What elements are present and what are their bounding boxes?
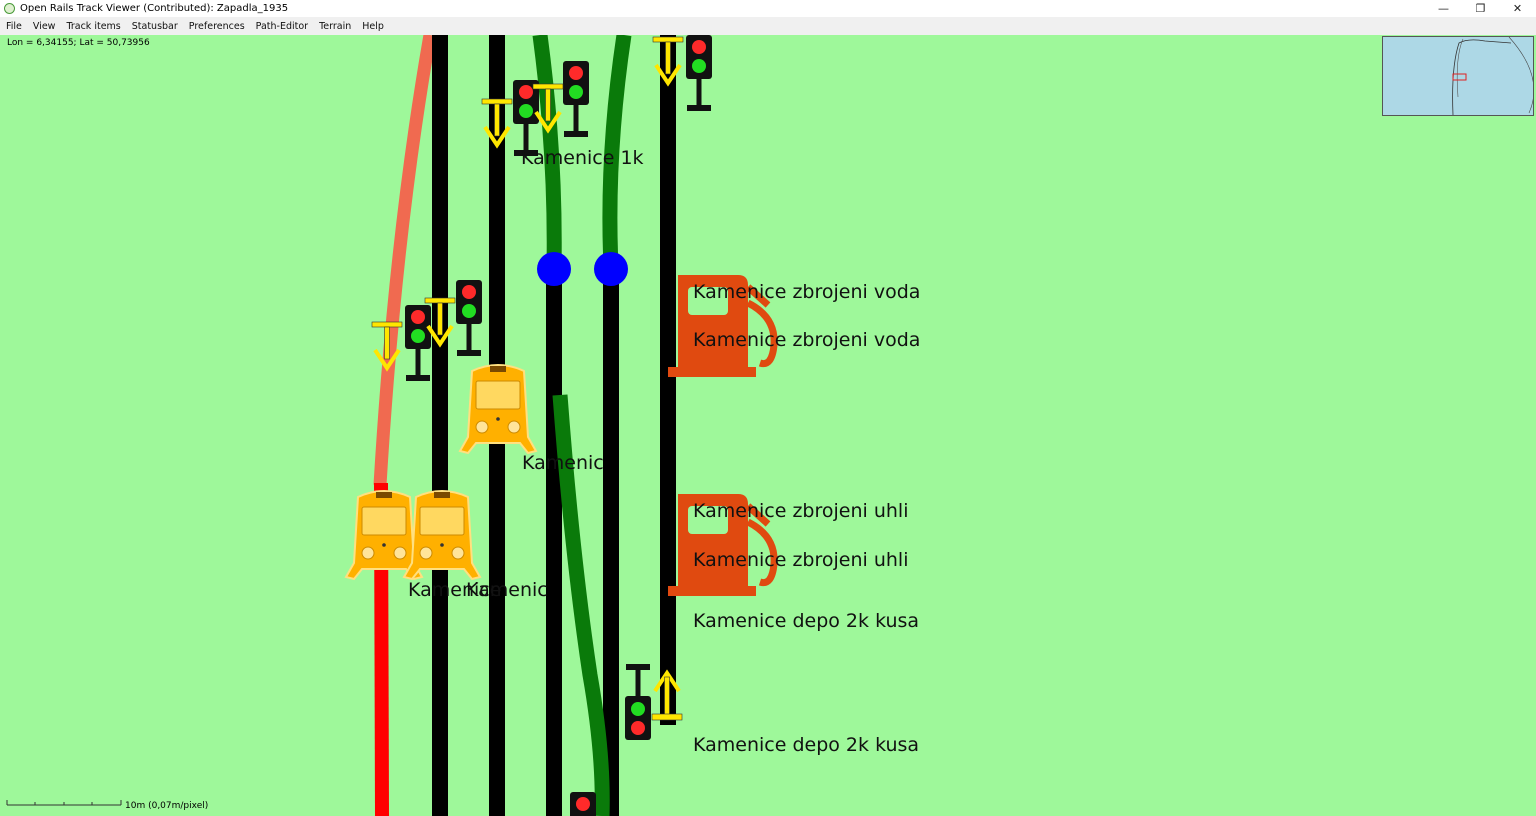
- window-controls: — ❐ ✕: [1425, 0, 1536, 17]
- menu-track-items[interactable]: Track items: [66, 20, 121, 32]
- depot-label: Kamenice depo 2k kusa: [693, 610, 920, 632]
- signal-label: Kamenice 1k: [521, 147, 644, 169]
- scale-label: 10m (0,07m/pixel): [125, 801, 209, 811]
- railway-signal-icon[interactable]: [570, 792, 596, 816]
- track-canvas[interactable]: Lon = 6,34155; Lat = 50,73956 10m (0,07m…: [0, 35, 1536, 816]
- platform-label: Kamenic: [466, 579, 548, 601]
- menu-bar: File View Track items Statusbar Preferen…: [0, 17, 1536, 35]
- railway-signal-icon[interactable]: [513, 80, 539, 156]
- menu-statusbar[interactable]: Statusbar: [131, 20, 178, 32]
- siding-2: [602, 35, 632, 268]
- siding-3: [552, 394, 610, 816]
- title-bar: Open Rails Track Viewer (Contributed): Z…: [0, 0, 1536, 17]
- menu-view[interactable]: View: [32, 20, 56, 32]
- depot-label: Kamenice depo 2k kusa: [693, 734, 920, 756]
- railway-signal-icon[interactable]: [625, 664, 651, 740]
- signal-direction-arrow-icon: [650, 671, 684, 722]
- railway-signal-icon[interactable]: [405, 305, 431, 381]
- platform-train-icon[interactable]: [459, 364, 537, 454]
- menu-path-editor[interactable]: Path-Editor: [255, 20, 309, 32]
- junction-icon[interactable]: [537, 252, 571, 286]
- platform-label: Kamenice: [408, 579, 502, 601]
- platform-train-icon[interactable]: [403, 490, 481, 580]
- minimize-button[interactable]: —: [1438, 2, 1449, 15]
- coal-label: Kamenice zbrojeni uhli: [693, 549, 909, 571]
- track-drawing[interactable]: [0, 35, 1536, 816]
- maximize-button[interactable]: ❐: [1475, 2, 1486, 15]
- siding-1: [532, 35, 562, 268]
- path-faded: [373, 35, 437, 486]
- close-button[interactable]: ✕: [1512, 2, 1523, 15]
- app-icon: [4, 3, 15, 14]
- coordinates-readout: Lon = 6,34155; Lat = 50,73956: [7, 38, 150, 48]
- railway-signal-icon[interactable]: [563, 61, 589, 137]
- minimap[interactable]: [1382, 36, 1535, 116]
- platform-label: Kamenic: [522, 452, 604, 474]
- railway-signal-icon[interactable]: [686, 35, 712, 111]
- menu-terrain[interactable]: Terrain: [319, 20, 352, 32]
- railway-signal-icon[interactable]: [456, 280, 482, 356]
- minimap-drawing: [1452, 36, 1535, 116]
- water-label: Kamenice zbrojeni voda: [693, 329, 921, 351]
- menu-file[interactable]: File: [6, 20, 22, 32]
- menu-help[interactable]: Help: [362, 20, 384, 32]
- menu-preferences[interactable]: Preferences: [188, 20, 245, 32]
- window-title: Open Rails Track Viewer (Contributed): Z…: [20, 3, 289, 14]
- coal-label: Kamenice zbrojeni uhli: [693, 500, 909, 522]
- minimap-viewport[interactable]: [1452, 73, 1467, 81]
- junction-icon[interactable]: [594, 252, 628, 286]
- water-label: Kamenice zbrojeni voda: [693, 281, 921, 303]
